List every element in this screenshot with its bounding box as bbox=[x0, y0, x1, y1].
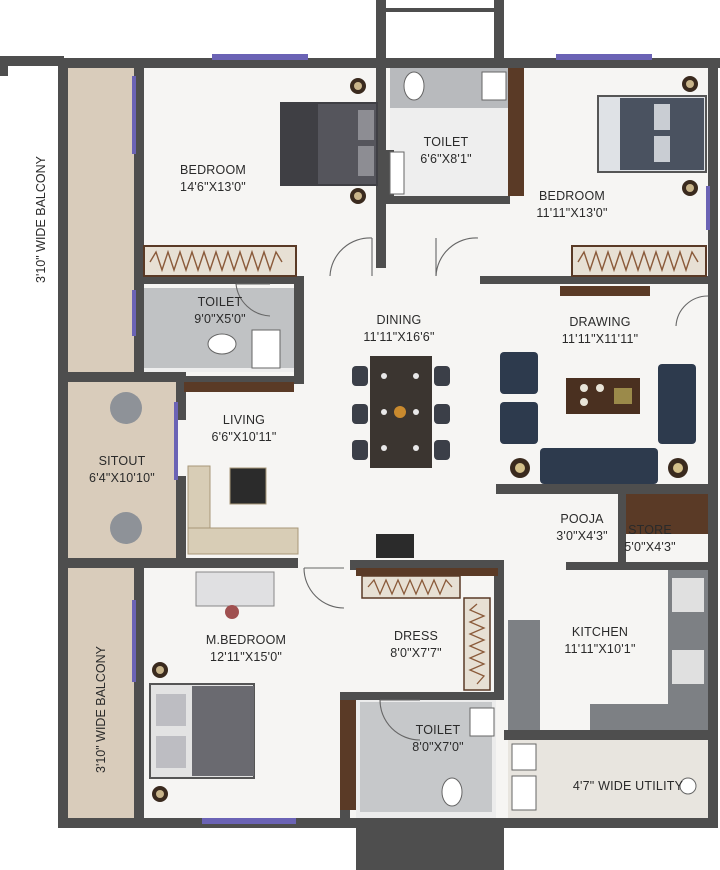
tv-unit bbox=[376, 534, 414, 558]
wardrobe-bedroom-2 bbox=[571, 245, 707, 277]
balcony-bottom-label: 3'10" WIDE BALCONY bbox=[94, 645, 108, 773]
room-dims: 6'4"X10'10" bbox=[89, 471, 155, 485]
windows bbox=[132, 54, 710, 824]
room-dims: 6'6"X8'1" bbox=[420, 152, 472, 166]
room-dims: 8'0"X7'0" bbox=[412, 740, 464, 754]
room-label-living: LIVING 6'6"X10'11" bbox=[212, 412, 277, 446]
room-dims: 6'6"X10'11" bbox=[211, 430, 277, 444]
bed-bedroom-2 bbox=[597, 76, 707, 196]
room-label-drawing: DRAWING 11'11"X11'11" bbox=[562, 314, 639, 348]
room-name: KITCHEN bbox=[571, 625, 629, 639]
room-label-dining: DINING 11'11"X16'6" bbox=[363, 312, 434, 346]
room-name: STORE bbox=[628, 523, 672, 537]
sitout-chairs bbox=[110, 392, 142, 544]
room-name: LIVING bbox=[222, 413, 266, 427]
kitchen-counter bbox=[508, 570, 708, 730]
door-swings bbox=[235, 237, 709, 741]
balcony-top-floor bbox=[68, 68, 134, 372]
room-dims: 11'11"X10'1" bbox=[564, 642, 636, 656]
room-label-toilet-3: TOILET 8'0"X7'0" bbox=[412, 722, 464, 756]
room-name: POOJA bbox=[560, 512, 604, 526]
room-name: DINING bbox=[376, 313, 422, 327]
coffee-table bbox=[566, 378, 640, 414]
balcony-bottom-floor bbox=[68, 568, 134, 818]
room-name: DRESS bbox=[393, 629, 439, 643]
room-label-bedroom-2: BEDROOM 11'11"X13'0" bbox=[536, 188, 607, 222]
room-name: DRAWING bbox=[569, 315, 631, 329]
room-label-toilet-2: TOILET 9'0"X5'0" bbox=[194, 294, 246, 328]
wardrobe-dress bbox=[361, 575, 491, 691]
drawing-sofas bbox=[500, 352, 696, 484]
room-label-m-bedroom: M.BEDROOM 12'11"X15'0" bbox=[206, 632, 286, 666]
room-label-sitout: SITOUT 6'4"X10'10" bbox=[89, 453, 155, 487]
wardrobe-bedroom-1 bbox=[143, 245, 297, 277]
room-label-store: STORE 5'0"X4'3" bbox=[624, 522, 676, 556]
room-dims: 12'11"X15'0" bbox=[209, 650, 283, 664]
room-dims: 14'6"X13'0" bbox=[180, 180, 246, 194]
room-name: TOILET bbox=[197, 295, 243, 309]
room-name: TOILET bbox=[415, 723, 461, 737]
toilet-fixtures bbox=[207, 71, 507, 807]
mbedroom-sofa bbox=[195, 571, 275, 619]
room-name: BEDROOM bbox=[538, 189, 605, 203]
room-name: BEDROOM bbox=[180, 163, 246, 177]
room-dims: 8'0"X7'7" bbox=[390, 646, 442, 660]
room-name: TOILET bbox=[423, 135, 469, 149]
room-label-bedroom-1: BEDROOM 14'6"X13'0" bbox=[180, 162, 246, 196]
living-sofa bbox=[187, 465, 299, 555]
dining-table bbox=[352, 356, 450, 468]
utility-fixtures bbox=[511, 743, 697, 811]
room-label-pooja: POOJA 3'0"X4'3" bbox=[556, 511, 608, 545]
room-dims: 11'11"X16'6" bbox=[363, 330, 435, 344]
room-name: M.BEDROOM bbox=[205, 633, 287, 647]
utility-label: 4'7" WIDE UTILITY bbox=[572, 779, 684, 793]
room-dims: 11'11"X11'11" bbox=[561, 332, 639, 346]
bed-master bbox=[149, 662, 255, 802]
room-dims: 3'0"X4'3" bbox=[556, 529, 608, 543]
drawing-side-lamps bbox=[510, 458, 688, 478]
room-dims: 5'0"X4'3" bbox=[624, 540, 676, 554]
wood-partitions bbox=[184, 68, 708, 810]
room-label-toilet-1: TOILET 6'6"X8'1" bbox=[420, 134, 472, 168]
bed-bedroom-1 bbox=[280, 78, 378, 204]
balcony-top-label: 3'10" WIDE BALCONY bbox=[34, 155, 48, 283]
room-label-dress: DRESS 8'0"X7'7" bbox=[390, 628, 442, 662]
utility-floor bbox=[508, 738, 708, 818]
room-label-kitchen: KITCHEN 11'11"X10'1" bbox=[564, 624, 635, 658]
room-name: SITOUT bbox=[98, 454, 146, 468]
room-dims: 11'11"X13'0" bbox=[536, 206, 608, 220]
room-dims: 9'0"X5'0" bbox=[194, 312, 246, 326]
